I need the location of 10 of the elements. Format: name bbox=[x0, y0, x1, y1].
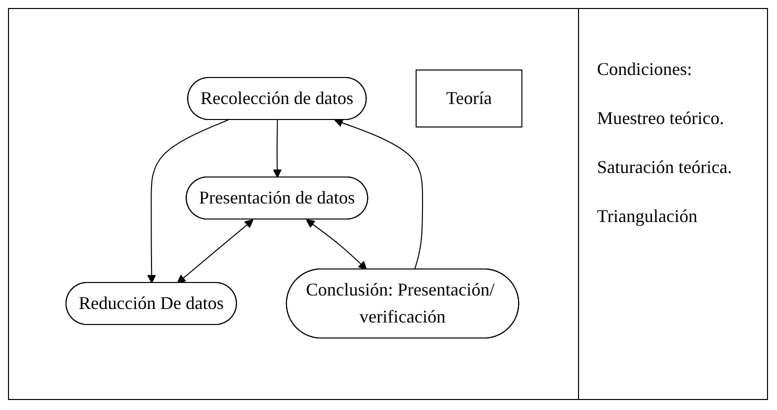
arrow bbox=[306, 219, 367, 270]
arrow bbox=[272, 120, 282, 178]
arrow bbox=[176, 219, 253, 284]
condition-label: Saturación teórica. bbox=[597, 157, 733, 178]
node-box: Teoría bbox=[415, 70, 522, 128]
arrow bbox=[334, 118, 423, 270]
condition-label: Muestreo teórico. bbox=[597, 108, 725, 129]
condition-label: Triangulación bbox=[597, 206, 698, 227]
condition-label: Condiciones: bbox=[597, 59, 693, 80]
arrow bbox=[146, 120, 228, 284]
